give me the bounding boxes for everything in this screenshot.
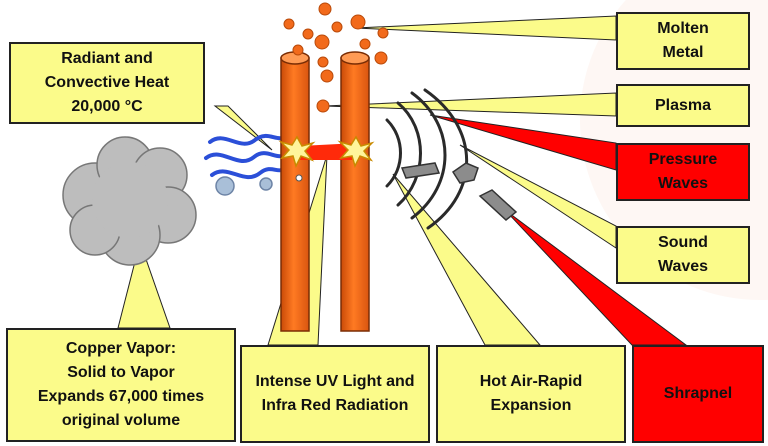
spark-right: [337, 135, 375, 169]
heat-bubbles: [215, 176, 273, 196]
label-pressure-waves: Pressure Waves: [616, 143, 750, 201]
pressure-wave-arcs: [385, 88, 469, 230]
label-plasma: Plasma: [616, 84, 750, 127]
spark-dot: [295, 174, 303, 182]
label-shrapnel: Shrapnel: [632, 345, 764, 443]
heat-waves: [204, 133, 284, 180]
label-sound-waves: Sound Waves: [616, 226, 750, 284]
label-hot-air: Hot Air-Rapid Expansion: [436, 345, 626, 443]
conductor-right: [340, 51, 370, 332]
label-copper-vapor: Copper Vapor: Solid to Vapor Expands 67,…: [6, 328, 236, 442]
connector-molten-metal: [355, 15, 617, 41]
molten-droplets: [283, 2, 389, 113]
label-uv-light: Intense UV Light and Infra Red Radiation: [240, 345, 430, 443]
conductor-left: [280, 51, 310, 332]
shrapnel-pieces: [400, 162, 518, 221]
spark-left: [278, 135, 316, 169]
connector-hot-air: [392, 173, 542, 346]
label-radiant-heat: Radiant and Convective Heat 20,000 °C: [9, 42, 205, 124]
vapor-cloud: [62, 136, 197, 266]
label-molten-metal: Molten Metal: [616, 12, 750, 70]
